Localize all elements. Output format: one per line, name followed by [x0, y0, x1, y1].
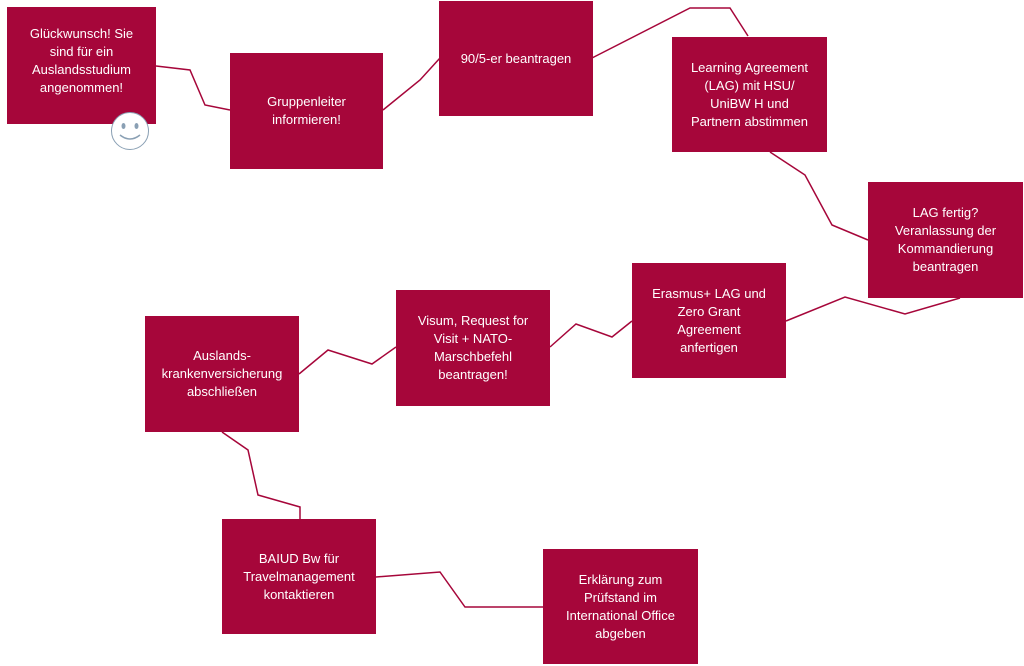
step-label: Learning Agreement (LAG) mit HSU/ UniBW … — [690, 59, 809, 129]
step-label: Visum, Request for Visit + NATO- Marschb… — [417, 313, 529, 382]
step-baiud-contact: BAIUD Bw für Travelmanagement kontaktier… — [222, 519, 376, 634]
connector-6-7 — [549, 320, 633, 348]
connector-8-9 — [221, 431, 301, 519]
step-health-insurance: Auslands- krankenversicherung abschließe… — [145, 316, 299, 432]
connector-2-3 — [382, 57, 441, 111]
connector-3-4 — [591, 7, 749, 59]
step-label: 90/5-er beantragen — [460, 50, 572, 66]
step-apply-90-5: 90/5-er beantragen — [439, 1, 593, 116]
step-erasmus-lag: Erasmus+ LAG und Zero Grant Agreement an… — [632, 263, 786, 378]
step-declaration: Erklärung zum Prüfstand im International… — [543, 549, 698, 664]
step-label: Glückwunsch! Sie sind für ein Auslandsst… — [29, 26, 134, 95]
smiley-icon — [111, 112, 149, 150]
step-lag-done: LAG fertig? Veranlassung der Kommandieru… — [868, 182, 1023, 298]
connector-5-6 — [785, 296, 961, 322]
step-label: Auslands- krankenversicherung abschließe… — [161, 348, 283, 399]
step-label: LAG fertig? Veranlassung der Kommandieru… — [894, 205, 997, 274]
connector-4-5 — [769, 151, 869, 241]
step-inform-group-leader: Gruppenleiter informieren! — [230, 53, 383, 169]
connector-7-8 — [298, 346, 397, 375]
step-visa-request: Visum, Request for Visit + NATO- Marschb… — [396, 290, 550, 406]
connector-1-2 — [155, 65, 231, 111]
step-congratulations: Glückwunsch! Sie sind für ein Auslandsst… — [7, 7, 156, 124]
step-label: Gruppenleiter informieren! — [267, 94, 346, 127]
step-label: BAIUD Bw für Travelmanagement kontaktier… — [243, 550, 355, 602]
connector-9-10 — [375, 571, 543, 608]
step-label: Erklärung zum Prüfstand im International… — [566, 571, 675, 641]
step-label: Erasmus+ LAG und Zero Grant Agreement an… — [652, 285, 766, 355]
step-learning-agreement: Learning Agreement (LAG) mit HSU/ UniBW … — [672, 37, 827, 152]
